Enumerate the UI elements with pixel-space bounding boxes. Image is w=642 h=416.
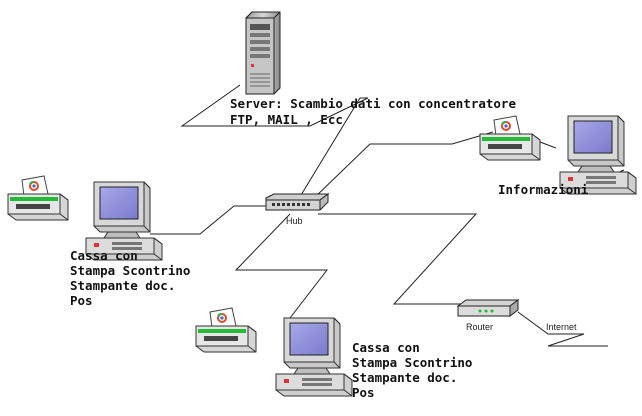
pos-bottom-line4: Pos — [352, 385, 375, 400]
pos-left-line1: Cassa con — [70, 248, 138, 263]
pos-left-line4: Pos — [70, 293, 93, 308]
router-cable — [318, 213, 478, 305]
server-label-line1: Server: Scambio dati con concentratore — [230, 96, 516, 111]
pos-left-cable — [150, 205, 268, 235]
router-label: Router — [466, 322, 494, 332]
pos-left-line3: Stampante doc. — [70, 278, 176, 293]
server-cable — [180, 84, 369, 201]
internet-cable — [517, 311, 608, 347]
pos-bottom-printer-icon — [195, 307, 257, 353]
internet-label: Internet — [546, 322, 577, 332]
info-link — [539, 141, 557, 149]
pos-bottom-line3: Stampante doc. — [352, 370, 458, 385]
pos-bottom-cable — [234, 213, 329, 319]
pos-left-printer-icon — [7, 175, 69, 221]
pos-bottom-line1: Cassa con — [352, 340, 420, 355]
hub-icon — [265, 193, 330, 211]
info-label: Informazioni — [498, 182, 589, 197]
info-printer-icon — [479, 115, 541, 161]
pos-left-line2: Stampa Scontrino — [70, 263, 191, 278]
pos-bottom-line2: Stampa Scontrino — [352, 355, 473, 370]
router-icon — [456, 299, 520, 317]
server-label-line2: FTP, MAIL , Ecc — [230, 112, 343, 127]
pos-bottom-computer-icon — [275, 317, 353, 397]
cables — [150, 84, 628, 347]
server-icon — [245, 11, 281, 95]
hub-label: Hub — [286, 216, 303, 226]
info-cable — [311, 131, 494, 201]
